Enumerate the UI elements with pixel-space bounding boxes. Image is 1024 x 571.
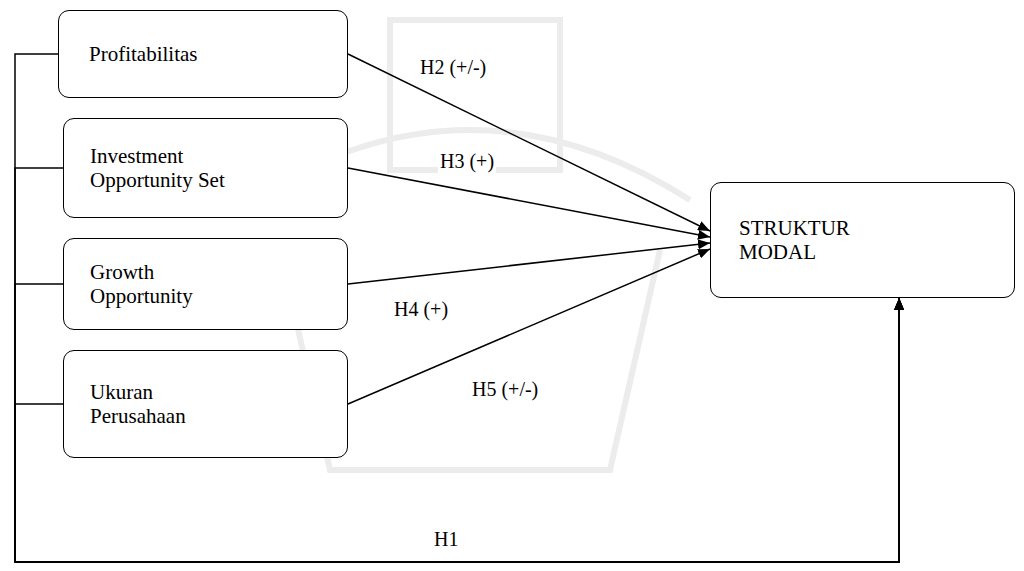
- hypothesis-label: H3 (+): [438, 150, 496, 173]
- hypothesis-label: H4 (+): [392, 298, 450, 321]
- arrow-connector: [348, 249, 710, 404]
- variable-box: Ukuran Perusahaan: [63, 350, 348, 458]
- hypothesis-label: H2 (+/-): [418, 56, 488, 79]
- variable-box: Growth Opportunity: [63, 238, 348, 330]
- node-label: Profitabilitas: [89, 42, 289, 66]
- outcome-box: STRUKTUR MODAL: [710, 182, 1015, 298]
- variable-box: Investment Opportunity Set: [63, 118, 348, 218]
- bracket-connector: [15, 54, 899, 562]
- bracket-connector: [15, 298, 899, 562]
- node-label: Growth Opportunity: [90, 260, 232, 308]
- bracket-connector: [15, 168, 899, 562]
- arrow-connector: [348, 54, 710, 231]
- watermark-block: [390, 20, 560, 170]
- node-label: Investment Opportunity Set: [90, 144, 262, 192]
- arrow-connector: [348, 168, 710, 237]
- arrow-connector: [348, 243, 710, 284]
- hypothesis-label: H5 (+/-): [470, 378, 540, 401]
- variable-box: Profitabilitas: [58, 10, 348, 98]
- node-label: STRUKTUR MODAL: [739, 216, 891, 264]
- node-label: Ukuran Perusahaan: [90, 380, 232, 428]
- hypothesis-label: H1: [432, 528, 460, 551]
